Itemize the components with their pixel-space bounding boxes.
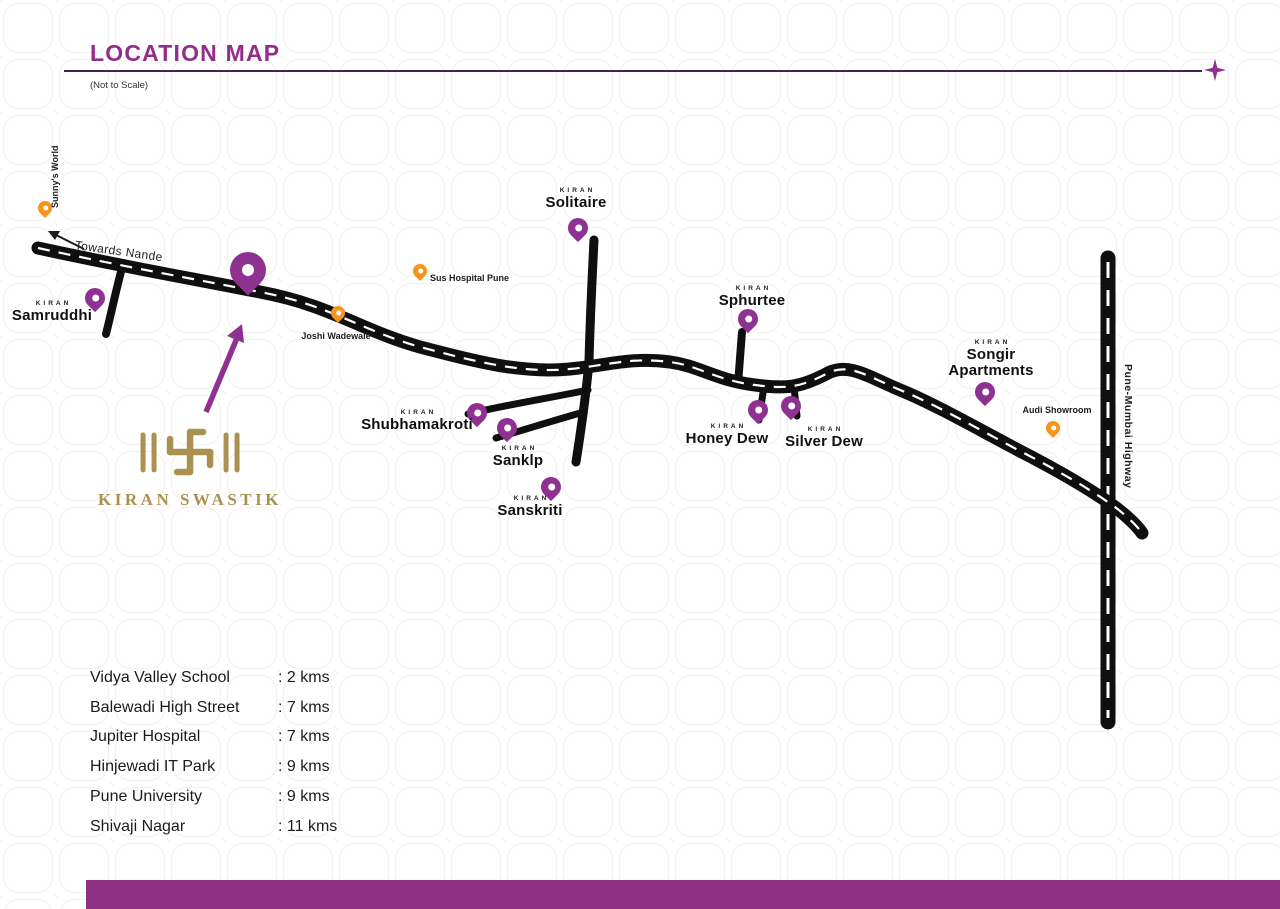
distance-row: Balewadi High Street : 7 kms [90, 693, 337, 723]
kiran-pin-name: Sphurtee [718, 291, 786, 309]
towards-nande-arrow [48, 231, 85, 250]
label-kiran-samruddhi: KIRAN Samruddhi [11, 300, 93, 324]
kiran-pin-name: Solitaire [545, 193, 607, 211]
header-divider [64, 70, 1202, 72]
label-kiran-sanskriti: KIRAN Sanskriti [497, 495, 563, 519]
kiran-small-label: KIRAN [501, 445, 538, 452]
kiran-small-label: KIRAN [513, 495, 550, 502]
page-title: LOCATION MAP [90, 40, 281, 66]
label-sunnys-world: Sunny's World [50, 145, 60, 208]
kiran-pin-name: Samruddhi [11, 306, 93, 324]
distance-value: : 9 kms [278, 788, 330, 806]
distance-value: : 7 kms [278, 698, 330, 716]
kiran-pin-name: Honey Dew [685, 429, 769, 447]
kiran-swastik-logo: KIRAN SWASTIK [98, 425, 282, 510]
label-joshi-wadewale: Joshi Wadewale [301, 331, 371, 341]
kiran-pin-name: Sanskriti [497, 501, 563, 519]
kiran-pin-name: Shubhamakroti [361, 415, 473, 433]
distance-row: Pune University : 9 kms [90, 782, 337, 812]
label-kiran-songir: KIRAN Songir Apartments [936, 339, 1046, 379]
distance-row: Hinjewadi IT Park : 9 kms [90, 752, 337, 782]
label-kiran-silverdew: KIRAN Silver Dew [785, 426, 863, 450]
kiran-small-label: KIRAN [807, 426, 844, 433]
distance-row: Vidya Valley School : 2 kms [90, 663, 337, 693]
kiran-small-label: KIRAN [35, 300, 72, 307]
distance-place: Shivaji Nagar [90, 817, 186, 835]
distance-value: : 11 kms [278, 817, 338, 835]
swastik-symbol-icon [140, 428, 240, 476]
road-solitaire-vertical [571, 235, 599, 467]
project-pointer-arrow [203, 324, 244, 414]
kiran-small-label: KIRAN [559, 187, 596, 194]
footer-bar [86, 880, 1280, 909]
road-branch-samruddhi [102, 264, 126, 338]
kiran-pin-name: Sanklp [492, 451, 544, 469]
kiran-small-label: KIRAN [735, 285, 772, 292]
distance-value: : 9 kms [278, 758, 330, 776]
distance-place: Vidya Valley School [90, 668, 230, 686]
kiran-small-label: KIRAN [400, 409, 437, 416]
label-kiran-sphurtee: KIRAN Sphurtee [718, 285, 786, 309]
label-kiran-sanklp: KIRAN Sanklp [492, 445, 544, 469]
label-sus-hospital: Sus Hospital Pune [430, 273, 510, 283]
not-to-scale-note: (Not to Scale) [90, 80, 149, 91]
kiran-small-label: KIRAN [710, 423, 747, 430]
label-audi-showroom: Audi Showroom [1022, 405, 1092, 415]
distance-row: Jupiter Hospital : 7 kms [90, 723, 337, 753]
kiran-small-label: KIRAN [974, 339, 1011, 346]
distances-list: Vidya Valley School : 2 kms Balewadi Hig… [90, 663, 337, 842]
logo-title: KIRAN SWASTIK [98, 490, 282, 509]
distance-place: Hinjewadi IT Park [90, 758, 216, 776]
kiran-pin-name: Silver Dew [785, 432, 863, 450]
label-kiran-honeydew: KIRAN Honey Dew [685, 423, 769, 447]
road-branch-sphurtee [734, 328, 746, 388]
distance-value: : 2 kms [278, 668, 330, 686]
kiran-pin-name: Songir Apartments [948, 345, 1034, 379]
distance-place: Balewadi High Street [90, 698, 240, 716]
distance-place: Jupiter Hospital [90, 728, 201, 746]
road-main-centerline [37, 246, 1143, 534]
highway-label: Pune-Mumbai Highway [1122, 364, 1134, 489]
sparkle-star-icon [1204, 59, 1226, 86]
distance-value: : 7 kms [278, 728, 330, 746]
distance-row: Shivaji Nagar : 11 kms [90, 812, 337, 842]
label-kiran-solitaire: KIRAN Solitaire [545, 187, 607, 211]
label-kiran-shubhamakroti: KIRAN Shubhamakroti [361, 409, 473, 433]
distance-place: Pune University [90, 788, 203, 806]
